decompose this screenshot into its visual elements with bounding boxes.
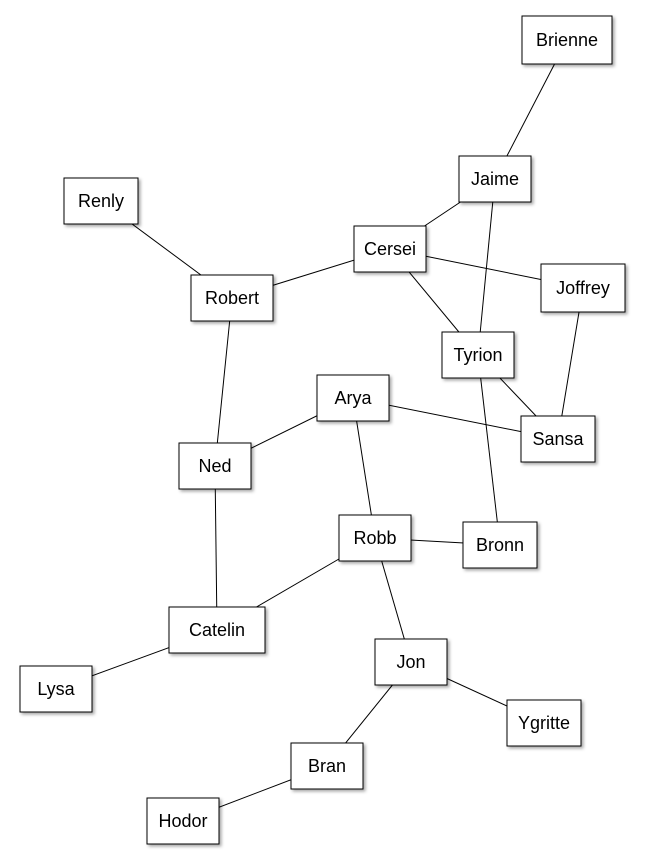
node-jon: Jon xyxy=(374,638,448,686)
node-label-cersei: Cersei xyxy=(364,239,416,259)
node-box-robert xyxy=(190,274,274,322)
node-box-robb xyxy=(338,514,412,562)
node-jaime: Jaime xyxy=(458,155,532,203)
edge-joffrey-sansa xyxy=(557,287,584,440)
node-label-brienne: Brienne xyxy=(536,30,598,50)
node-box-ygritte xyxy=(506,699,582,747)
node-robert: Robert xyxy=(190,274,274,322)
node-box-sansa xyxy=(520,415,596,463)
edge-ned-catelin xyxy=(214,465,218,631)
node-box-arya xyxy=(316,374,390,422)
node-box-lysa xyxy=(19,665,93,713)
node-box-hodor xyxy=(146,797,220,845)
node-robb: Robb xyxy=(338,514,412,562)
node-catelin: Catelin xyxy=(168,606,266,654)
node-joffrey: Joffrey xyxy=(540,263,626,313)
node-sansa: Sansa xyxy=(520,415,596,463)
node-hodor: Hodor xyxy=(146,797,220,845)
node-box-cersei xyxy=(353,225,427,273)
node-box-jaime xyxy=(458,155,532,203)
node-label-arya: Arya xyxy=(334,388,372,408)
node-label-hodor: Hodor xyxy=(158,811,207,831)
node-label-joffrey: Joffrey xyxy=(556,278,610,298)
edge-jaime-tyrion xyxy=(477,178,496,356)
node-bronn: Bronn xyxy=(462,521,538,569)
node-cersei: Cersei xyxy=(353,225,427,273)
edge-robert-ned xyxy=(214,297,233,467)
node-box-bronn xyxy=(462,521,538,569)
node-box-tyrion xyxy=(441,331,515,379)
node-label-jaime: Jaime xyxy=(471,169,519,189)
node-ned: Ned xyxy=(178,442,252,490)
node-box-catelin xyxy=(168,606,266,654)
node-label-ned: Ned xyxy=(198,456,231,476)
node-label-robb: Robb xyxy=(353,528,396,548)
node-tyrion: Tyrion xyxy=(441,331,515,379)
node-label-sansa: Sansa xyxy=(532,429,584,449)
node-box-joffrey xyxy=(540,263,626,313)
node-label-lysa: Lysa xyxy=(37,679,75,699)
node-label-robert: Robert xyxy=(205,288,259,308)
node-label-jon: Jon xyxy=(396,652,425,672)
node-lysa: Lysa xyxy=(19,665,93,713)
node-label-bronn: Bronn xyxy=(476,535,524,555)
node-arya: Arya xyxy=(316,374,390,422)
node-renly: Renly xyxy=(63,177,139,225)
node-bran: Bran xyxy=(290,742,364,790)
node-box-brienne xyxy=(521,15,613,65)
node-label-catelin: Catelin xyxy=(189,620,245,640)
node-label-tyrion: Tyrion xyxy=(453,345,502,365)
node-box-jon xyxy=(374,638,448,686)
node-box-bran xyxy=(290,742,364,790)
node-brienne: Brienne xyxy=(521,15,613,65)
node-label-renly: Renly xyxy=(78,191,124,211)
node-box-ned xyxy=(178,442,252,490)
node-label-bran: Bran xyxy=(308,756,346,776)
node-box-renly xyxy=(63,177,139,225)
edge-tyrion-bronn xyxy=(477,354,501,546)
nodes-layer: BrienneJaimeRenlyCerseiJoffreyRobertTyri… xyxy=(19,15,626,845)
node-ygritte: Ygritte xyxy=(506,699,582,747)
node-label-ygritte: Ygritte xyxy=(518,713,570,733)
